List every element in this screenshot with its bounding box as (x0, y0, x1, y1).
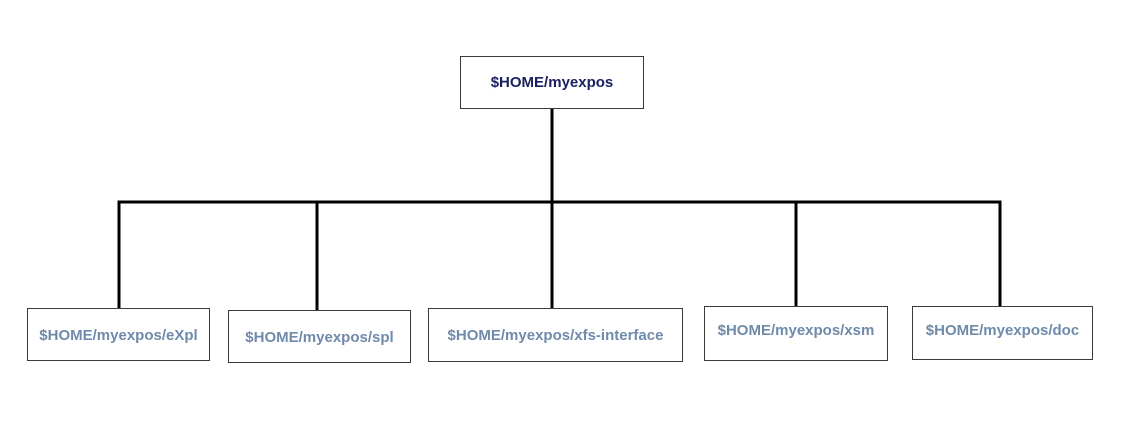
child-node-xfs-interface: $HOME/myexpos/xfs-interface (428, 308, 683, 362)
child-node-label: $HOME/myexpos/xfs-interface (447, 326, 664, 344)
child-node-xsm: $HOME/myexpos/xsm (704, 306, 888, 361)
child-node-label: $HOME/myexpos/eXpl (39, 327, 198, 344)
child-node-label: $HOME/myexpos/spl (245, 329, 394, 346)
root-node-myexpos: $HOME/myexpos (460, 56, 644, 109)
root-node-label: $HOME/myexpos (490, 74, 614, 91)
child-node-label: $HOME/myexpos/xsm (717, 322, 875, 339)
child-node-label: $HOME/myexpos/doc (925, 321, 1080, 339)
child-node-doc: $HOME/myexpos/doc (912, 306, 1093, 360)
child-node-spl: $HOME/myexpos/spl (228, 310, 411, 363)
child-node-expl: $HOME/myexpos/eXpl (27, 308, 210, 361)
